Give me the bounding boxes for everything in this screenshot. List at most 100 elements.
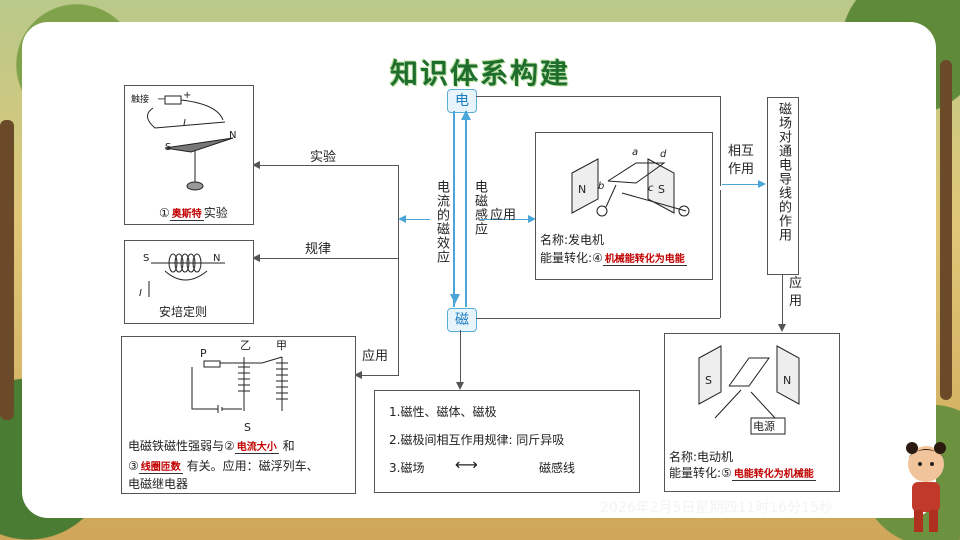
north-label: N [229, 130, 236, 141]
experiment-line [255, 165, 398, 166]
vine-decoration [940, 60, 952, 400]
plus-label: + [183, 90, 191, 101]
magnetism-line2: 2.磁极间相互作用规律: 同斤异吸 [389, 433, 565, 447]
touch-label: 触接 [131, 93, 149, 105]
n-label: N [578, 183, 586, 196]
ampere-figure: S N I [139, 253, 225, 299]
d-label: d [660, 149, 667, 160]
generator-name: 名称:发电机 [540, 233, 605, 247]
answer-turns: 线圈匝数 [138, 462, 183, 474]
mutual-label: 相互 作用 [728, 144, 755, 177]
top-connector [476, 96, 720, 97]
jia-label: 甲 [276, 339, 287, 352]
electromagnet-line3: 电磁继电器 [128, 477, 189, 491]
arrowhead [758, 180, 766, 188]
generator-figure: N S a d b c [571, 147, 690, 217]
energy-prefix: 能量转化:⑤ [669, 466, 732, 480]
n-label: N [213, 253, 220, 264]
energy-prefix: 能量转化:④ [540, 251, 603, 265]
law-label: 规律 [305, 242, 332, 257]
motor-name: 名称:电动机 [669, 450, 734, 464]
south-label: S [165, 142, 171, 153]
vine-decoration [0, 120, 14, 420]
cartoon-character [906, 442, 946, 532]
left-effect-label: 电流的磁效应 [434, 180, 449, 264]
yi-label: 乙 [240, 339, 251, 352]
a-label: a [632, 147, 638, 158]
magnetism-line1: 1.磁性、磁体、磁极 [389, 405, 497, 419]
answer-current: 电流大小 [234, 442, 279, 454]
left-trunk [398, 165, 399, 375]
power-label: 电源 [753, 419, 775, 433]
caption-number: ① [159, 206, 170, 220]
oersted-figure: 触接 − + I S N [131, 90, 236, 191]
c-label: c [648, 183, 654, 194]
electromagnet-figure: P 乙 甲 S [191, 339, 288, 434]
arrowhead [354, 371, 362, 379]
magnetism-line3-right: 磁感线 [539, 461, 576, 475]
line2-prefix: ③ [128, 459, 139, 473]
magnetic-node: 磁 [447, 308, 477, 332]
top-connector-down [720, 96, 721, 186]
arrowhead [778, 324, 786, 332]
ampere-caption: 安培定则 [159, 305, 208, 319]
bottom-connector [476, 318, 720, 319]
apply-line-left [358, 375, 399, 376]
magnetism-line3-left: 3.磁场 [389, 461, 425, 475]
mutual-arrow [722, 184, 762, 185]
arrowhead [398, 215, 406, 223]
minus-label: − [157, 94, 165, 105]
s-label: S [143, 253, 149, 264]
page-title: 知识体系构建 [389, 57, 570, 90]
caption-suffix: 实验 [203, 206, 228, 220]
center-arrowheads [450, 110, 471, 304]
n-label: N [783, 374, 791, 387]
center-arrow-up [465, 111, 467, 307]
b-label: b [598, 181, 604, 192]
line1-prefix: 电磁铁磁性强弱与② [128, 439, 235, 453]
experiment-label: 实验 [310, 150, 337, 165]
answer-generator: 机械能转化为电能 [602, 254, 687, 266]
arrowhead [528, 215, 536, 223]
answer-motor: 电能转化为机械能 [731, 469, 816, 481]
field-force-box: 磁场对通电导线的作用 [767, 97, 799, 275]
arrowhead [252, 161, 260, 169]
bottom-connector-up [720, 190, 721, 318]
electric-node: 电 [447, 89, 477, 113]
apply-label-right: 应用 [789, 276, 803, 309]
s-label: S [658, 183, 665, 196]
apply-label-mid: 应用 [490, 208, 517, 223]
motor-figure: S N 电源 [698, 345, 800, 435]
s-label: S [705, 374, 712, 387]
right-effect-label: 电磁感应 [472, 180, 487, 236]
right-down-line [782, 275, 783, 327]
left-effect-arrow [400, 219, 430, 220]
right-effect-arrow [480, 219, 532, 220]
line1-suffix: 和 [282, 439, 295, 453]
ampere-box: S N I 安培定则 [124, 240, 254, 324]
center-arrow-down [453, 111, 455, 307]
current-label: I [139, 288, 142, 299]
field-force-text: 磁场对通电导线的作用 [776, 102, 791, 242]
current-label: I [183, 118, 186, 129]
p-label: P [200, 347, 207, 360]
magnetism-line3-arrow: ⟷ [455, 455, 478, 474]
arrowhead [252, 254, 260, 262]
magnet-down-line [460, 330, 461, 384]
magnetism-box: 1.磁性、磁体、磁极 2.磁极间相互作用规律: 同斤异吸 3.磁场 ⟷ 磁感线 [374, 390, 640, 493]
line2-suffix: 有关。应用：磁浮列车、 [186, 459, 319, 473]
arrowhead [456, 382, 464, 390]
answer-oersted: 奥斯特 [169, 209, 204, 221]
law-line [255, 258, 398, 259]
s-label: S [244, 421, 251, 433]
apply-label-left: 应用 [362, 349, 389, 364]
